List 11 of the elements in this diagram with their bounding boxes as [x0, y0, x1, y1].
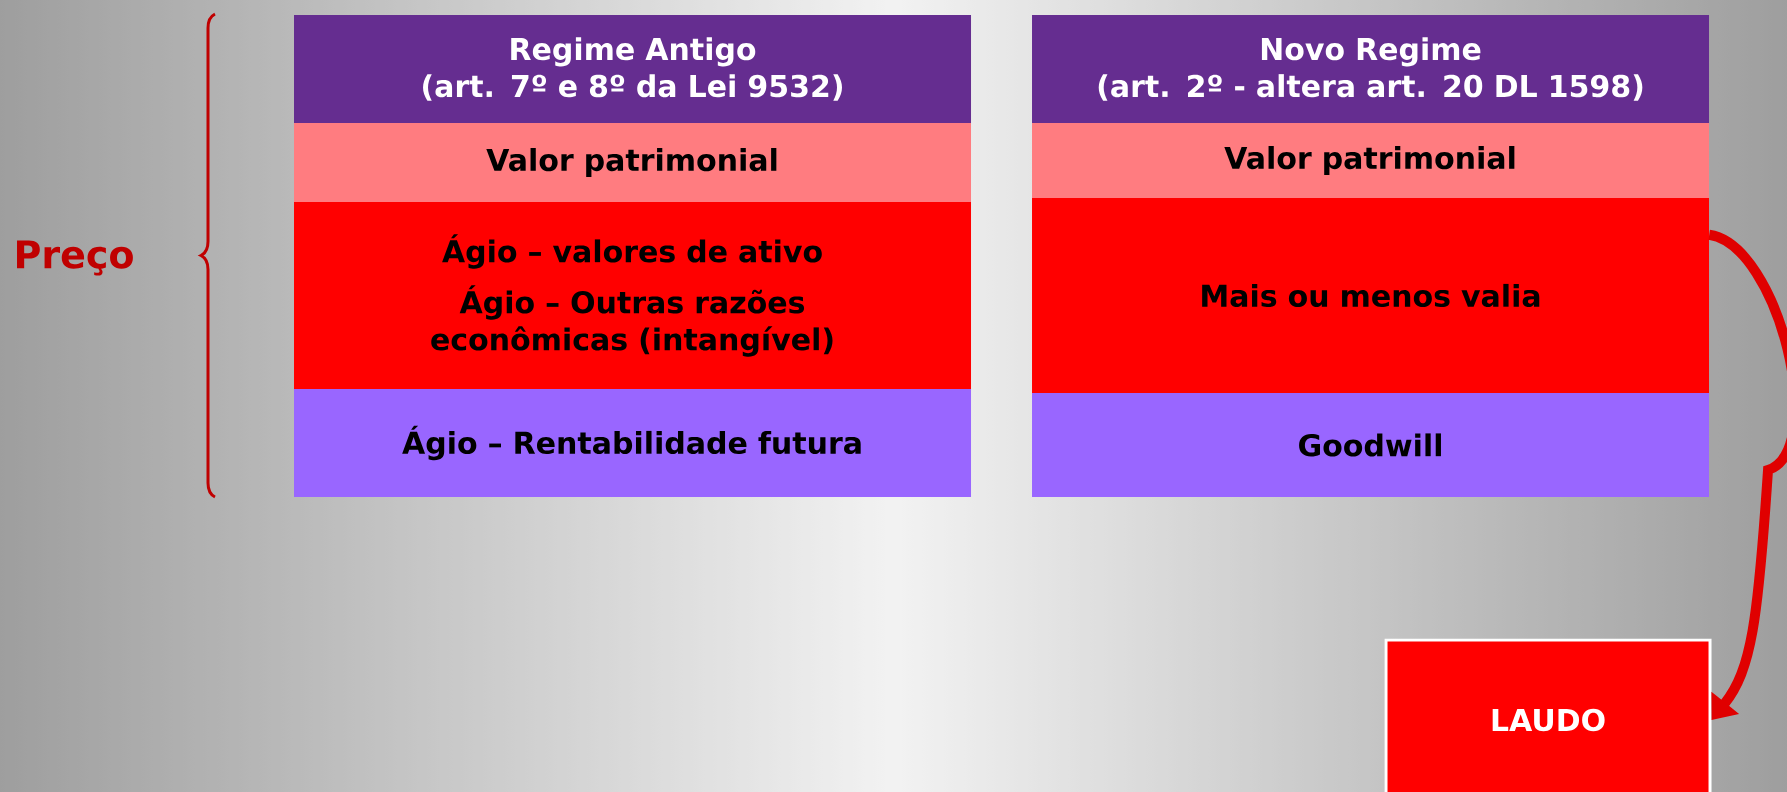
table-cell: Goodwill [1032, 393, 1709, 497]
table-cell: Valor patrimonial [294, 123, 971, 202]
curved-arrow [1707, 230, 1787, 720]
table-cell: Ágio – valores de ativo Ágio – Outras razões econômicas (intangível) [294, 202, 971, 389]
header-cell: Regime Antigo (art. 7º e 8º da Lei 9532) [294, 15, 971, 123]
side-label: Preço [17, 240, 133, 276]
header-cell: Novo Regime (art. 2º - altera art. 20 DL 1598) [1032, 15, 1709, 123]
table-cell: Mais ou menos valia [1032, 198, 1709, 393]
table-cell: Valor patrimonial [1032, 123, 1709, 198]
table-cell: Ágio – Rentabilidade futura [294, 389, 971, 497]
report-box: LAUDO [1384, 638, 1712, 792]
